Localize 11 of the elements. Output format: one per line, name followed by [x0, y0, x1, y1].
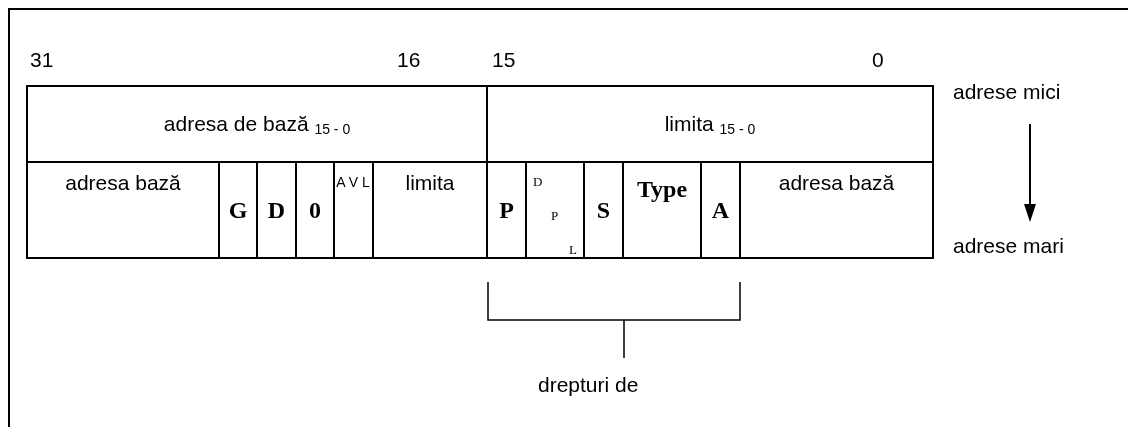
text-label: drepturi de — [538, 373, 639, 397]
bit-number: 16 — [397, 48, 421, 72]
text-label: adrese mici — [953, 80, 1061, 104]
bit-number: 31 — [30, 48, 54, 72]
bit-number: 0 — [872, 48, 884, 72]
bit-number: 15 — [492, 48, 516, 72]
table-cell: adresa bază — [26, 161, 220, 259]
table-cell: limita $_{15 - 0}$ — [486, 85, 934, 163]
table-cell: adresa de bază $_{15 - 0}$ — [26, 85, 488, 163]
text-label: adrese mari — [953, 234, 1064, 258]
table-cell: adresa bază — [739, 161, 934, 259]
